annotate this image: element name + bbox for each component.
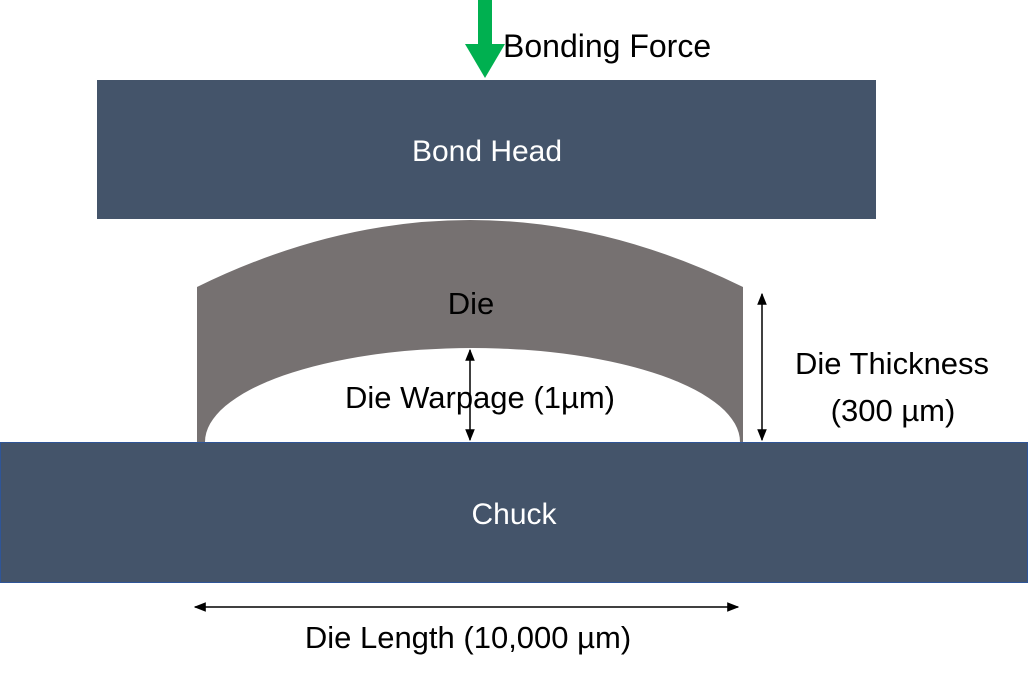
chuck (0, 442, 1028, 583)
bonding-force-arrow-icon (465, 0, 505, 78)
die-label: Die (448, 286, 495, 321)
chuck-label: Chuck (471, 498, 557, 531)
die-length-label: Die Length (10,000 µm) (305, 620, 631, 655)
die-thickness-label: Die Thickness (795, 346, 989, 381)
die-warpage-label: Die Warpage (1µm) (345, 380, 615, 415)
bonding-force-label: Bonding Force (503, 28, 711, 64)
die-thickness-value: (300 µm) (831, 393, 956, 428)
bond-head-label: Bond Head (412, 135, 562, 168)
bond-head (97, 80, 876, 219)
die (197, 220, 743, 442)
